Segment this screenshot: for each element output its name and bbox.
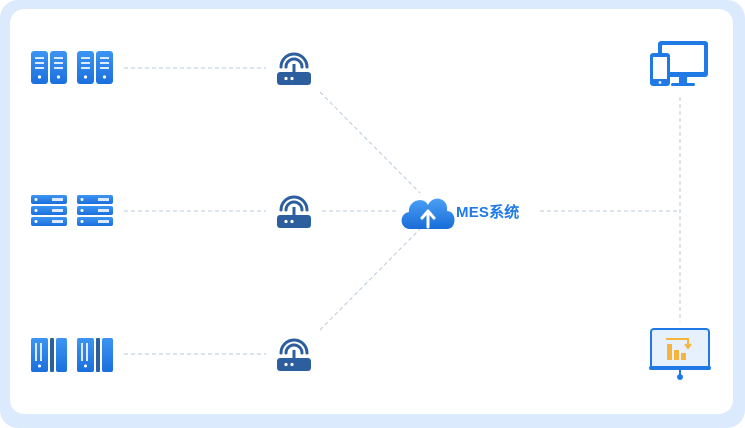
cabinet-server-icon bbox=[31, 338, 113, 372]
wireless-router-icon bbox=[277, 52, 311, 85]
wireless-router-icon bbox=[277, 195, 311, 228]
desktop-mobile-icon bbox=[650, 41, 708, 86]
rack-server-icon bbox=[31, 195, 113, 226]
presentation-chart-icon bbox=[649, 328, 711, 380]
mes-system-label: MES系统 bbox=[456, 204, 520, 221]
tower-server-icon bbox=[31, 51, 113, 84]
line-router3-cloud bbox=[319, 228, 421, 331]
line-router1-cloud bbox=[319, 91, 421, 194]
wireless-router-icon bbox=[277, 338, 311, 371]
connection-lines bbox=[124, 67, 681, 355]
cloud-upload-icon bbox=[401, 198, 455, 229]
